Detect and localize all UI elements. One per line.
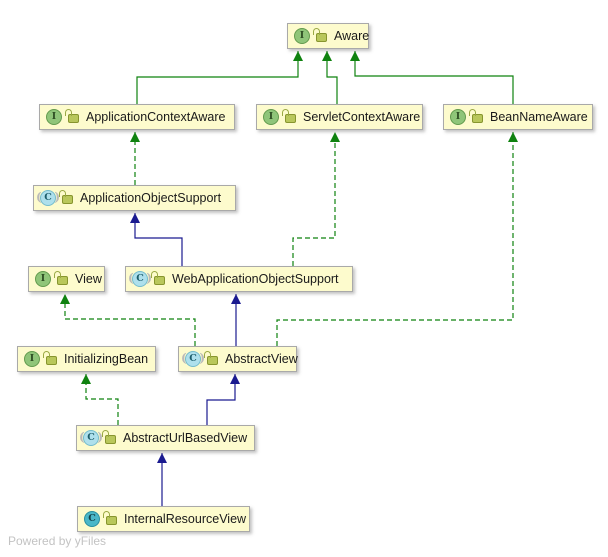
lock-icon xyxy=(103,510,117,525)
edge-abstractview-implements-beannameaware xyxy=(276,132,518,346)
class-name-label: ApplicationContextAware xyxy=(86,110,226,124)
class-name-label: InternalResourceView xyxy=(124,512,247,526)
class-name-label: ApplicationObjectSupport xyxy=(80,191,222,205)
edge-abstractview-implements-view xyxy=(60,294,196,346)
node-abstract-url-based-view[interactable]: C AbstractUrlBasedView xyxy=(76,425,255,451)
class-name-label: View xyxy=(75,272,102,286)
class-name-label: ServletContextAware xyxy=(303,110,421,124)
class-name-label: Aware xyxy=(334,29,370,43)
node-aware[interactable]: I Aware xyxy=(287,23,369,49)
edge-applicationcontextaware-extends-aware xyxy=(136,51,303,104)
interface-icon: I xyxy=(263,109,279,125)
edge-abstracturlbasedview-extends-abstractview xyxy=(206,374,240,425)
lock-icon xyxy=(204,350,218,365)
class-name-label: AbstractView xyxy=(225,352,298,366)
interface-icon: I xyxy=(35,271,51,287)
abstract-class-icon: C xyxy=(79,430,103,446)
node-application-object-support[interactable]: C ApplicationObjectSupport xyxy=(33,185,236,211)
lock-icon xyxy=(282,108,296,123)
lock-icon xyxy=(313,27,327,42)
node-internal-resource-view[interactable]: C InternalResourceView xyxy=(77,506,250,532)
interface-icon: I xyxy=(294,28,310,44)
lock-icon xyxy=(43,350,57,365)
edge-abstracturlbasedview-implements-initializingbean xyxy=(81,374,119,425)
abstract-class-icon: C xyxy=(36,190,60,206)
class-name-label: WebApplicationObjectSupport xyxy=(172,272,339,286)
class-name-label: BeanNameAware xyxy=(490,110,588,124)
interface-icon: I xyxy=(24,351,40,367)
node-abstract-view[interactable]: C AbstractView xyxy=(178,346,298,372)
node-view[interactable]: I View xyxy=(28,266,105,292)
node-bean-name-aware[interactable]: I BeanNameAware xyxy=(443,104,593,130)
node-web-application-object-support[interactable]: C WebApplicationObjectSupport xyxy=(125,266,353,292)
lock-icon xyxy=(65,108,79,123)
node-application-context-aware[interactable]: I ApplicationContextAware xyxy=(39,104,235,130)
lock-icon xyxy=(151,270,165,285)
powered-by-yfiles-label: Powered by yFiles xyxy=(8,534,107,548)
edge-webapplicationobjectsupport-implements-servletcontextaware xyxy=(292,132,340,266)
interface-icon: I xyxy=(450,109,466,125)
node-initializing-bean[interactable]: I InitializingBean xyxy=(17,346,156,372)
node-servlet-context-aware[interactable]: I ServletContextAware xyxy=(256,104,423,130)
lock-icon xyxy=(54,270,68,285)
class-icon: C xyxy=(84,511,100,527)
class-name-label: AbstractUrlBasedView xyxy=(123,431,248,445)
edge-webapplicationobjectsupport-extends-applicationobjectsupport xyxy=(130,213,183,266)
abstract-class-icon: C xyxy=(128,271,152,287)
lock-icon xyxy=(102,429,116,444)
edge-beannameaware-extends-aware xyxy=(350,51,514,104)
class-name-label: InitializingBean xyxy=(64,352,149,366)
abstract-class-icon: C xyxy=(181,351,205,367)
edge-servletcontextaware-extends-aware xyxy=(322,51,338,104)
interface-icon: I xyxy=(46,109,62,125)
lock-icon xyxy=(469,108,483,123)
lock-icon xyxy=(59,189,73,204)
